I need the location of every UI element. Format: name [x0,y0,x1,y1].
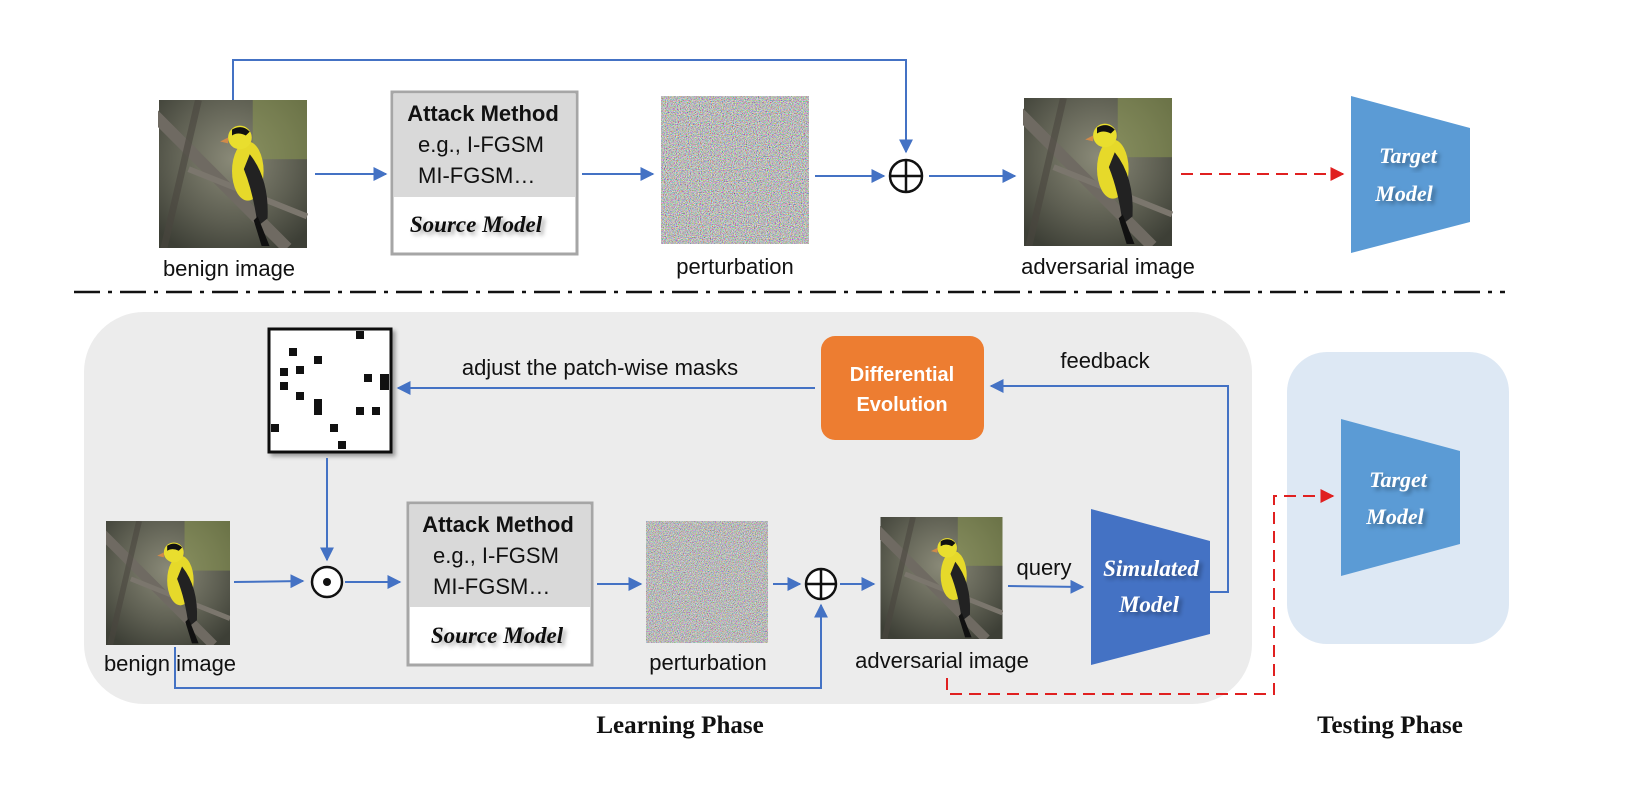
bottom-attack-box: Attack Method e.g., I-FGSM MI-FGSM… Sour… [406,501,594,667]
bottom-target-model-line2: Model [1365,504,1424,529]
query-arrow [1007,579,1085,594]
learning-phase-label: Learning Phase [596,712,763,739]
testing-phase-label: Testing Phase [1317,712,1463,739]
top-benign-label: benign image [163,256,295,281]
top-source-model-label: Source Model [410,212,543,237]
top-perturbation-label: perturbation [676,254,793,279]
bottom-perturbation-image [646,521,768,643]
testing-phase-panel: Target Model [1287,352,1509,644]
query-label: query [1016,555,1071,580]
bottom-adversarial-image [872,517,1002,639]
top-attack-line1: e.g., I-FGSM [418,132,544,157]
bottom-target-model: Target Model [1341,419,1460,576]
differential-evolution-box: Differential Evolution [821,336,984,440]
learning-phase-panel: adjust the patch-wise masks Differential… [84,312,1252,704]
patch-mask-grid [267,327,393,454]
bottom-benign-image [98,521,230,645]
test-dashed-arrow [946,489,1335,695]
bottom-adversarial-label: adversarial image [855,648,1029,673]
circled-dot-icon [310,565,344,599]
top-adversarial-image [1014,98,1172,246]
bottom-skip-arrow [174,603,828,689]
top-attack-title: Attack Method [407,101,559,126]
bottom-perturbation-label: perturbation [649,650,766,675]
top-row: benign image Attack Method e.g., I-FGSM … [149,59,1470,281]
bottom-circled-plus-icon [804,567,838,601]
bottom-benign-label: benign image [104,651,236,676]
bottom-attack-title: Attack Method [422,512,574,537]
simulated-model: Simulated Model [1091,509,1210,665]
simulated-model-line1: Simulated [1103,556,1199,581]
bottom-arrow-1 [233,574,305,589]
top-target-model-line1: Target [1379,143,1438,168]
top-circled-plus-icon [888,158,924,194]
simulated-model-line2: Model [1118,592,1180,617]
top-attack-line2: MI-FGSM… [418,163,535,188]
bottom-attack-line1: e.g., I-FGSM [433,543,559,568]
top-perturbation-image [661,96,809,244]
top-skip-arrow [232,59,913,154]
top-adversarial-label: adversarial image [1021,254,1195,279]
de-line2: Evolution [856,394,947,416]
bottom-attack-line2: MI-FGSM… [433,574,550,599]
feedback-arrow [989,379,1229,593]
top-target-model-line2: Model [1374,181,1433,206]
top-attack-box: Attack Method e.g., I-FGSM MI-FGSM… Sour… [390,90,579,256]
top-target-model: Target Model [1351,96,1470,253]
bottom-target-model-line1: Target [1369,467,1428,492]
top-benign-image [149,100,307,248]
de-line1: Differential [850,364,954,386]
bottom-source-model-label: Source Model [431,623,564,648]
feedback-label: feedback [1060,348,1150,373]
adjust-label: adjust the patch-wise masks [462,355,738,380]
